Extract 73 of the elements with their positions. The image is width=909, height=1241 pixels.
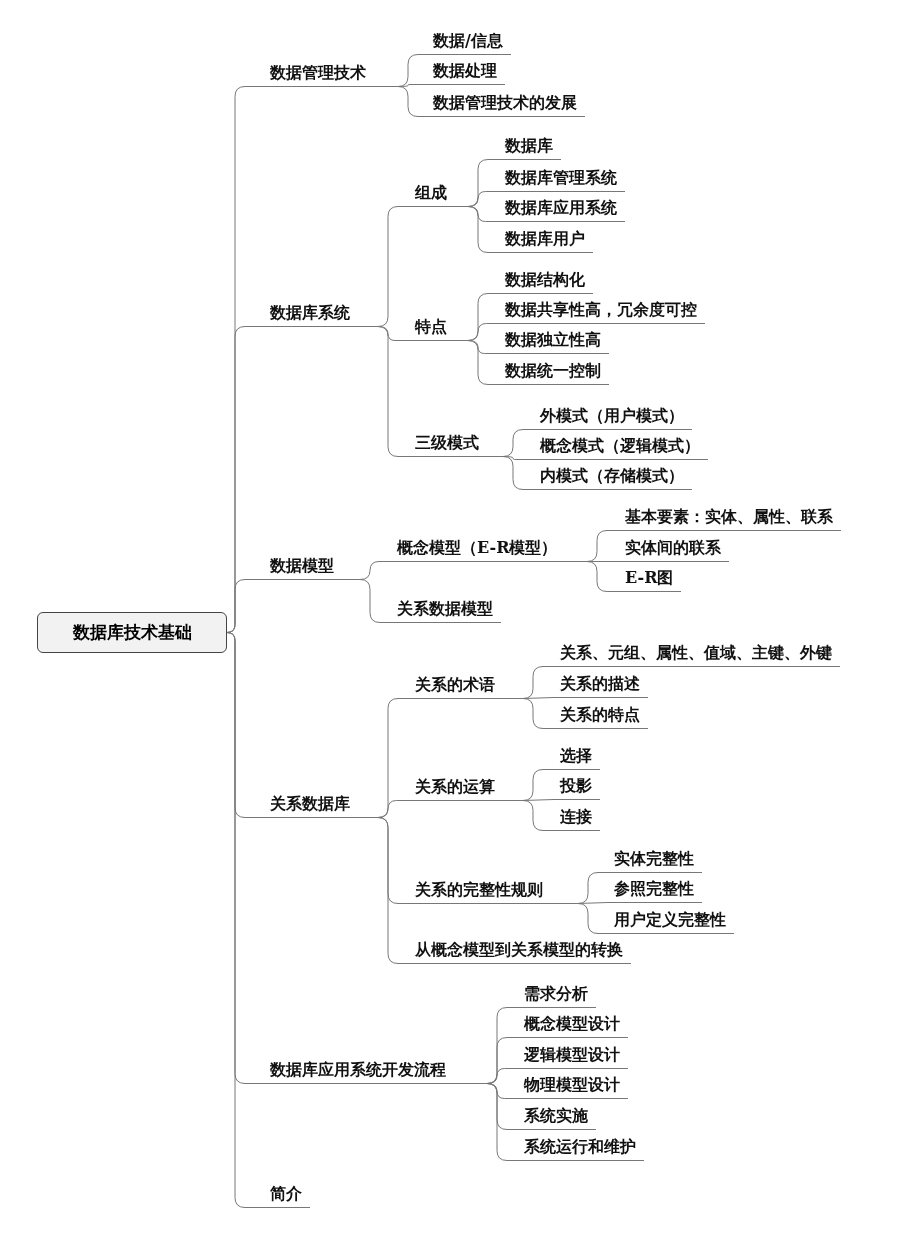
topic-label: 外模式（用户模式） xyxy=(534,404,692,430)
topic-label: 数据库应用系统开发流程 xyxy=(264,1058,487,1084)
connector-line xyxy=(377,206,410,327)
connector-line xyxy=(226,632,265,1208)
connector-line xyxy=(467,206,500,253)
topic-label: 逻辑模型设计 xyxy=(518,1043,628,1069)
topic-label: 数据库 xyxy=(499,134,561,160)
connector-line xyxy=(522,800,555,831)
topic-label: 数据库系统 xyxy=(264,301,378,327)
connector-line xyxy=(522,769,555,801)
topic-label: 内模式（存储模式） xyxy=(534,464,692,490)
connector-line xyxy=(486,1037,519,1084)
topic-label: 关系数据库 xyxy=(264,792,378,818)
topic-label: 数据独立性高 xyxy=(499,328,609,354)
topic-label: 关系数据模型 xyxy=(391,597,501,623)
topic-label: 物理模型设计 xyxy=(518,1073,628,1099)
topic-label: 实体间的联系 xyxy=(619,536,729,562)
topic-label: 数据库管理系统 xyxy=(499,166,625,192)
connector-line xyxy=(467,293,500,341)
topic-label: 关系的术语 xyxy=(409,673,523,699)
topic-label: 需求分析 xyxy=(518,982,596,1008)
topic-label: 参照完整性 xyxy=(608,877,702,903)
topic-label: 基本要素：实体、属性、联系 xyxy=(619,505,841,531)
topic-label: 数据管理技术的发展 xyxy=(427,91,585,117)
topic-label: 数据处理 xyxy=(427,59,505,85)
connector-line xyxy=(577,872,609,904)
connector-line xyxy=(502,456,535,490)
topic-label: 系统运行和维护 xyxy=(518,1135,644,1161)
connector-line xyxy=(467,340,500,385)
connector-line xyxy=(577,903,609,934)
connector-line xyxy=(377,817,410,964)
topic-label: 三级模式 xyxy=(409,431,503,457)
topic-label: 选择 xyxy=(554,744,600,770)
topic-label: 特点 xyxy=(409,315,468,341)
topic-label: 简介 xyxy=(264,1182,310,1208)
connector-line xyxy=(397,86,428,117)
topic-label: 关系的完整性规则 xyxy=(409,878,578,904)
topic-label: 数据/信息 xyxy=(427,29,511,55)
topic-label: 投影 xyxy=(554,774,600,800)
topic-label: 数据库应用系统 xyxy=(499,196,625,222)
topic-label: E-R图 xyxy=(619,566,682,592)
topic-label: 数据共享性高，冗余度可控 xyxy=(499,298,705,324)
topic-label: 数据管理技术 xyxy=(264,61,398,87)
connector-line xyxy=(522,698,555,729)
connector-line xyxy=(359,579,392,623)
topic-label: 概念模型设计 xyxy=(518,1012,628,1038)
connector-line xyxy=(486,1083,519,1161)
connector-line xyxy=(522,666,555,699)
topic-label: 连接 xyxy=(554,805,600,831)
topic-label: 关系、元组、属性、值域、主键、外键 xyxy=(554,641,840,667)
topic-label: 数据结构化 xyxy=(499,268,593,294)
connector-line xyxy=(586,561,620,592)
topic-label: 关系的描述 xyxy=(554,672,648,698)
root-box: 数据库技术基础 xyxy=(37,612,227,653)
topic-label: 数据模型 xyxy=(264,554,360,580)
topic-label: 组成 xyxy=(409,181,468,207)
connector-line xyxy=(467,159,500,207)
topic-label: 概念模型（E-R模型） xyxy=(391,536,587,562)
topic-label: 关系的运算 xyxy=(409,775,523,801)
connector-line xyxy=(397,54,428,87)
topic-label: 数据统一控制 xyxy=(499,359,609,385)
topic-label: 数据库用户 xyxy=(499,227,593,253)
topic-label: 从概念模型到关系模型的转换 xyxy=(409,938,631,964)
connector-line xyxy=(226,579,265,633)
topic-label: 概念模式（逻辑模式） xyxy=(534,434,708,460)
connector-line xyxy=(377,698,410,818)
topic-label: 系统实施 xyxy=(518,1104,596,1130)
topic-label: 关系的特点 xyxy=(554,703,648,729)
topic-label: 用户定义完整性 xyxy=(608,908,734,934)
topic-label: 实体完整性 xyxy=(608,847,702,873)
connector-line xyxy=(377,326,410,457)
connector-line xyxy=(586,530,620,562)
connector-line xyxy=(502,429,535,457)
